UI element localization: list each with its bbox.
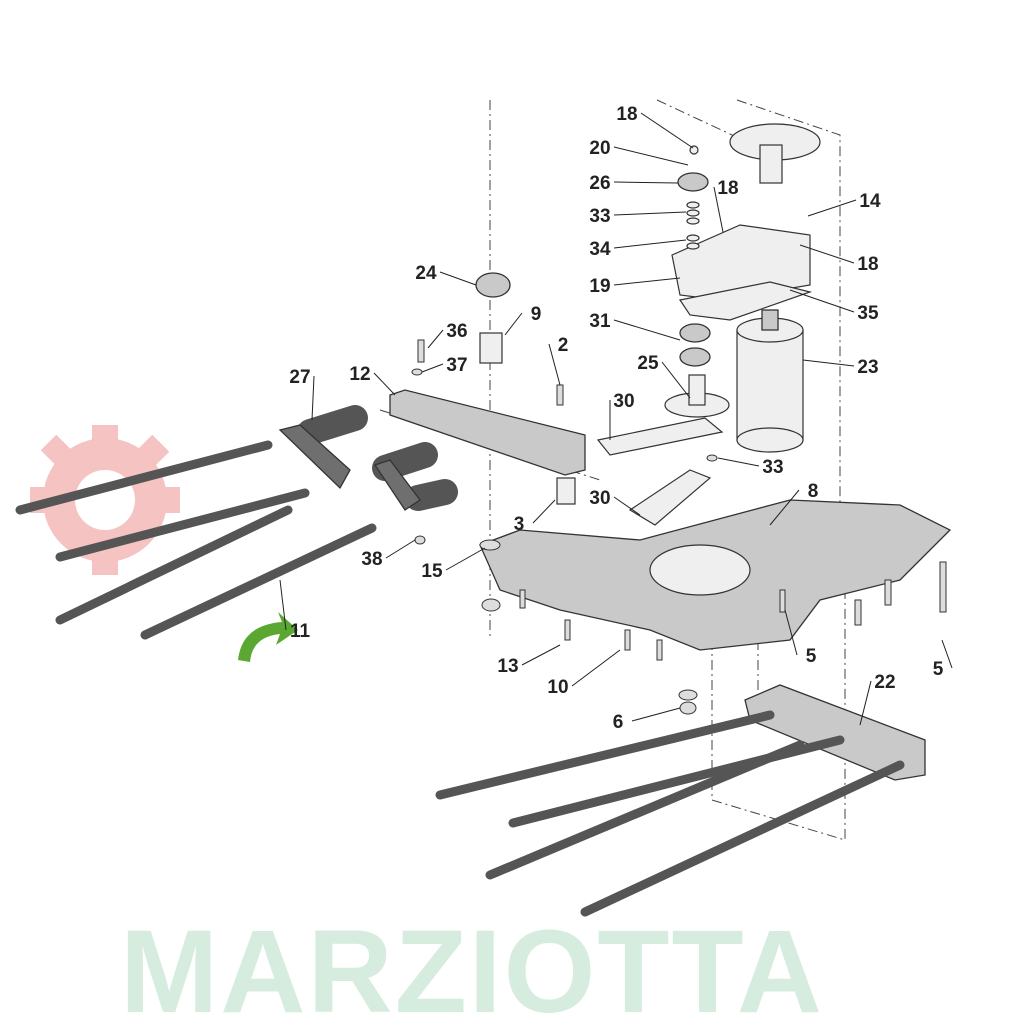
callout-number: 5: [933, 659, 944, 680]
left-rod-assembly: [15, 405, 458, 640]
callout-number: 14: [859, 191, 881, 212]
callout-number: 3: [514, 514, 525, 535]
leader-line: [521, 644, 561, 666]
callout-number: 13: [497, 656, 518, 677]
leader-line: [445, 547, 486, 571]
watermark-text: MARZIOTTA: [120, 906, 824, 1024]
right-rod-assembly: [435, 684, 926, 917]
leader-line: [941, 639, 953, 669]
leader-line: [504, 312, 523, 336]
watermark-gear-icon: [30, 425, 180, 575]
leader-line: [532, 499, 556, 524]
leader-line: [789, 289, 855, 313]
callout-number: 9: [531, 304, 542, 325]
gearbox-housing: [671, 224, 813, 321]
leader-line: [311, 375, 315, 421]
callout-number: 19: [589, 276, 610, 297]
callout-number: 30: [613, 391, 634, 412]
callout-number: 12: [349, 364, 370, 385]
leader-line: [784, 609, 798, 656]
leader-line: [613, 146, 689, 166]
leader-line: [427, 329, 444, 349]
callout-number: 26: [589, 173, 610, 194]
callout-number: 20: [589, 138, 610, 159]
callout-number: 18: [717, 178, 738, 199]
leader-line: [613, 319, 681, 341]
callout-number: 38: [361, 549, 382, 570]
leader-line: [548, 343, 561, 386]
screws: [411, 339, 947, 715]
leader-line: [613, 181, 679, 184]
link-arm-upper: [596, 417, 724, 456]
callout-number: 34: [589, 239, 611, 260]
leader-line: [640, 112, 694, 149]
leader-lines: [279, 112, 953, 726]
drive-gear: [729, 123, 821, 184]
leader-line: [802, 359, 855, 367]
callout-number: 33: [589, 206, 610, 227]
leader-line: [713, 186, 724, 233]
leader-line: [859, 680, 872, 726]
callout-number: 5: [806, 646, 817, 667]
callout-number: 10: [547, 677, 568, 698]
callout-number: 8: [808, 481, 819, 502]
leader-line: [421, 363, 444, 373]
callout-number: 25: [637, 353, 659, 374]
callout-number: 33: [762, 457, 783, 478]
callout-number: 23: [857, 357, 878, 378]
leader-line: [571, 649, 621, 687]
leader-line: [661, 361, 691, 399]
leader-line: [807, 199, 857, 217]
callout-number: 31: [589, 311, 611, 332]
spacer: [556, 477, 576, 505]
leader-line: [631, 707, 681, 722]
pinion: [664, 374, 730, 418]
callout-number: 36: [446, 321, 467, 342]
callout-number: 15: [421, 561, 443, 582]
link-arm-lower: [628, 469, 712, 526]
leader-line: [385, 539, 416, 559]
rotation-arrow-icon: [238, 612, 298, 662]
callout-number: 27: [289, 367, 310, 388]
leader-line: [613, 211, 687, 216]
leader-line: [613, 496, 641, 516]
callout-number: 18: [857, 254, 878, 275]
callout-number: 6: [613, 712, 624, 733]
leader-line: [769, 489, 800, 526]
motor: [736, 309, 804, 453]
leader-line: [439, 271, 477, 286]
bearings-washers: [475, 145, 711, 367]
leader-line: [613, 239, 687, 249]
callout-number: 22: [874, 672, 895, 693]
callout-number: 24: [415, 263, 437, 284]
callout-number: 11: [290, 621, 311, 642]
leader-line: [613, 277, 681, 286]
callout-number: 18: [616, 104, 637, 125]
frame-opening: [649, 544, 751, 596]
callout-number: 30: [589, 488, 610, 509]
leader-line: [717, 457, 760, 467]
leader-line: [279, 579, 287, 631]
callout-labels: 1820263334193125301814183523338302493637…: [289, 104, 943, 733]
clamp-bar: [389, 389, 586, 476]
callout-number: 35: [857, 303, 879, 324]
leader-line: [799, 244, 855, 264]
leader-line: [373, 372, 396, 396]
callout-number: 2: [558, 335, 569, 356]
callout-number: 37: [446, 355, 467, 376]
